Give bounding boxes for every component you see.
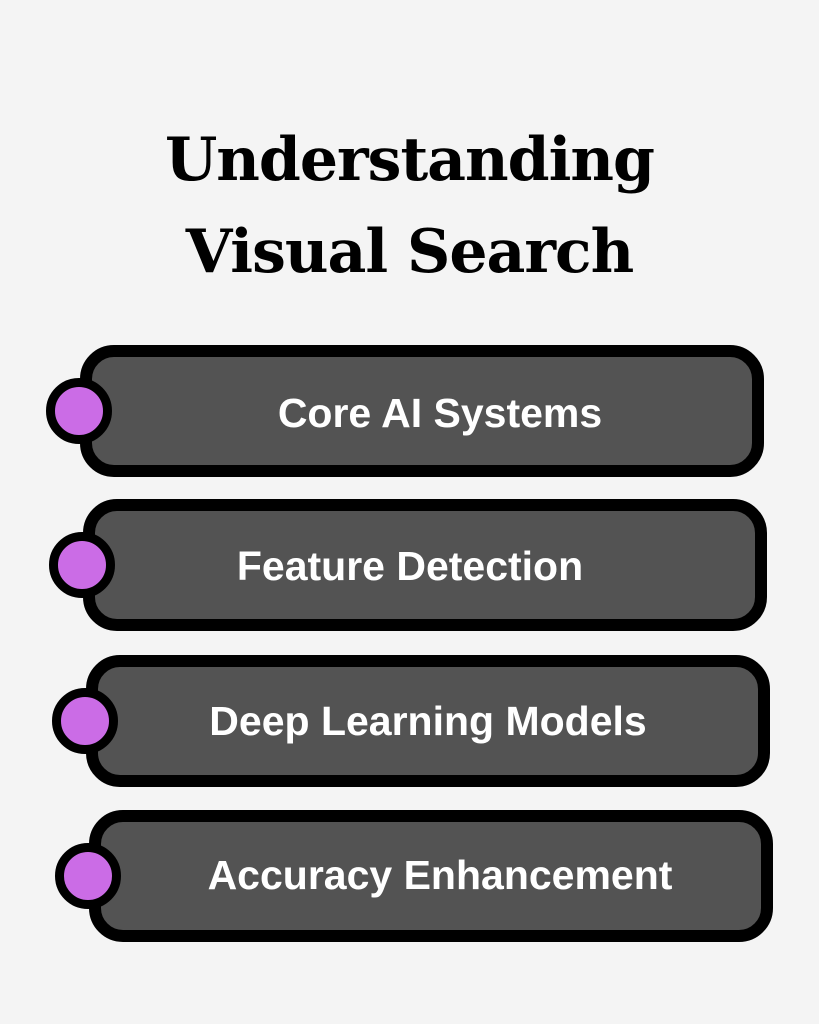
purple-dot-icon [52, 688, 118, 754]
item-pill [86, 655, 770, 787]
item-label: Feature Detection [236, 543, 584, 589]
title-line-2: Visual Search [185, 217, 634, 287]
item-label: Accuracy Enhancement [207, 852, 673, 898]
purple-dot-icon [49, 532, 115, 598]
item-pill [89, 810, 773, 942]
purple-dot-icon [46, 378, 112, 444]
purple-dot-icon [55, 843, 121, 909]
item-label: Deep Learning Models [209, 698, 647, 744]
item-pill [80, 345, 764, 477]
item-label: Core AI Systems [277, 390, 603, 436]
item-pill [83, 499, 767, 631]
title-line-1: Understanding [164, 125, 655, 195]
